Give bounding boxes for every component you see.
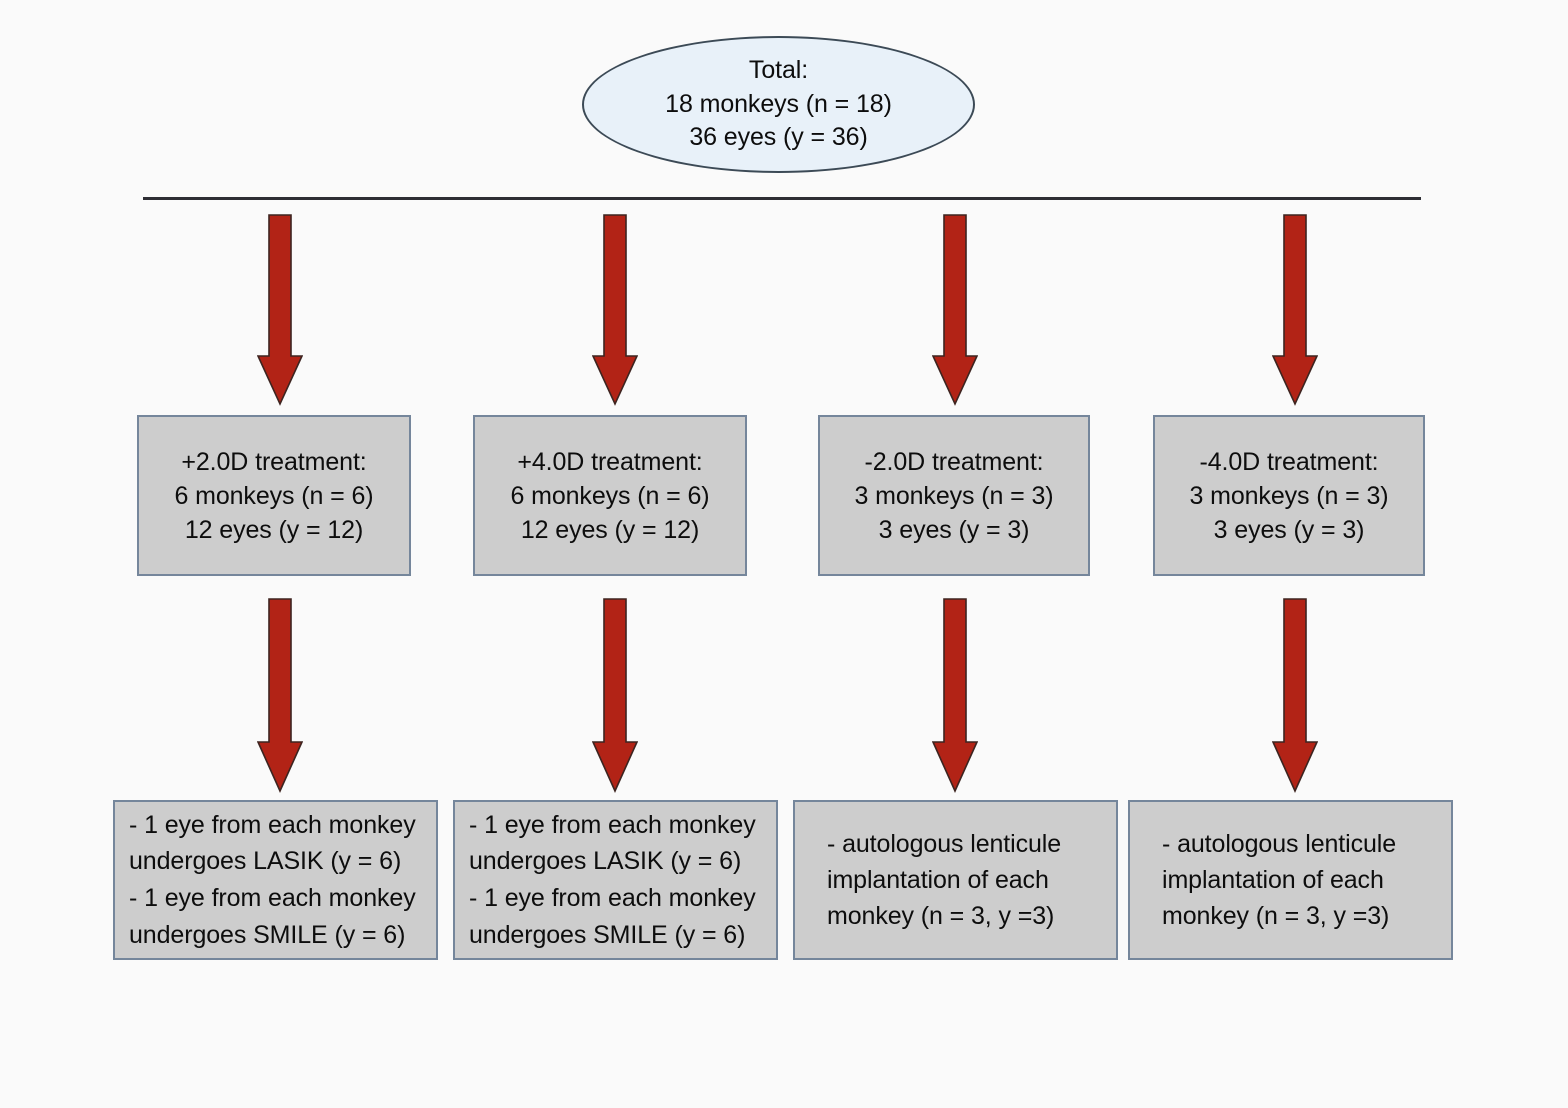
procedure-box-plus-2d: - 1 eye from each monkey undergoes LASIK…	[113, 800, 438, 960]
procedure-line-1: - autologous lenticule	[827, 829, 1062, 858]
treatment-box-plus-4d: +4.0D treatment: 6 monkeys (n = 6) 12 ey…	[473, 415, 747, 576]
total-line-3: 36 eyes (y = 36)	[689, 123, 868, 152]
procedure-line-3: - 1 eye from each monkey	[129, 884, 416, 912]
procedure-line-2: implantation of each	[1162, 865, 1384, 894]
procedure-box-minus-2d: - autologous lenticule implantation of e…	[793, 800, 1118, 960]
procedure-box-plus-4d: - 1 eye from each monkey undergoes LASIK…	[453, 800, 778, 960]
down-arrow-icon-to-minus-4d	[1272, 214, 1318, 406]
treatment-line-3: 3 eyes (y = 3)	[878, 515, 1030, 544]
down-arrow-icon-plus-4d-to-procedure	[592, 598, 638, 793]
treatment-line-3: 12 eyes (y = 12)	[520, 515, 700, 544]
treatment-line-2: 6 monkeys (n = 6)	[510, 481, 710, 510]
down-arrow-icon-to-plus-4d	[592, 214, 638, 406]
treatment-line-1: -2.0D treatment:	[864, 447, 1044, 476]
procedure-line-1: - 1 eye from each monkey	[469, 810, 756, 839]
down-arrow-icon-minus-2d-to-procedure	[932, 598, 978, 793]
treatment-line-2: 3 monkeys (n = 3)	[1189, 481, 1389, 510]
down-arrow-icon-plus-2d-to-procedure	[257, 598, 303, 793]
procedure-line-3: - 1 eye from each monkey	[469, 884, 756, 912]
procedure-line-2: undergoes LASIK (y = 6)	[469, 847, 742, 876]
treatment-line-1: +4.0D treatment:	[517, 447, 703, 476]
horizontal-connector-line	[143, 197, 1421, 200]
treatment-line-1: +2.0D treatment:	[181, 447, 367, 476]
treatment-line-3: 3 eyes (y = 3)	[1213, 515, 1365, 544]
down-arrow-icon-to-plus-2d	[257, 214, 303, 406]
total-ellipse-node: Total: 18 monkeys (n = 18) 36 eyes (y = …	[582, 36, 975, 173]
treatment-line-2: 3 monkeys (n = 3)	[854, 481, 1054, 510]
total-line-2: 18 monkeys (n = 18)	[665, 89, 892, 118]
procedure-line-4: undergoes SMILE (y = 6)	[469, 920, 746, 949]
procedure-line-2: implantation of each	[827, 865, 1049, 894]
treatment-line-1: -4.0D treatment:	[1199, 447, 1379, 476]
procedure-line-1: - autologous lenticule	[1162, 829, 1397, 858]
procedure-box-minus-4d: - autologous lenticule implantation of e…	[1128, 800, 1453, 960]
procedure-line-4: undergoes SMILE (y = 6)	[129, 920, 406, 949]
total-line-1: Total:	[748, 56, 809, 85]
treatment-line-3: 12 eyes (y = 12)	[184, 515, 364, 544]
down-arrow-icon-minus-4d-to-procedure	[1272, 598, 1318, 793]
treatment-line-2: 6 monkeys (n = 6)	[174, 481, 374, 510]
procedure-line-2: undergoes LASIK (y = 6)	[129, 847, 402, 876]
down-arrow-icon-to-minus-2d	[932, 214, 978, 406]
treatment-box-minus-2d: -2.0D treatment: 3 monkeys (n = 3) 3 eye…	[818, 415, 1090, 576]
procedure-line-3: monkey (n = 3, y =3)	[827, 902, 1055, 931]
procedure-line-3: monkey (n = 3, y =3)	[1162, 902, 1390, 931]
treatment-box-minus-4d: -4.0D treatment: 3 monkeys (n = 3) 3 eye…	[1153, 415, 1425, 576]
procedure-line-1: - 1 eye from each monkey	[129, 810, 416, 839]
treatment-box-plus-2d: +2.0D treatment: 6 monkeys (n = 6) 12 ey…	[137, 415, 411, 576]
